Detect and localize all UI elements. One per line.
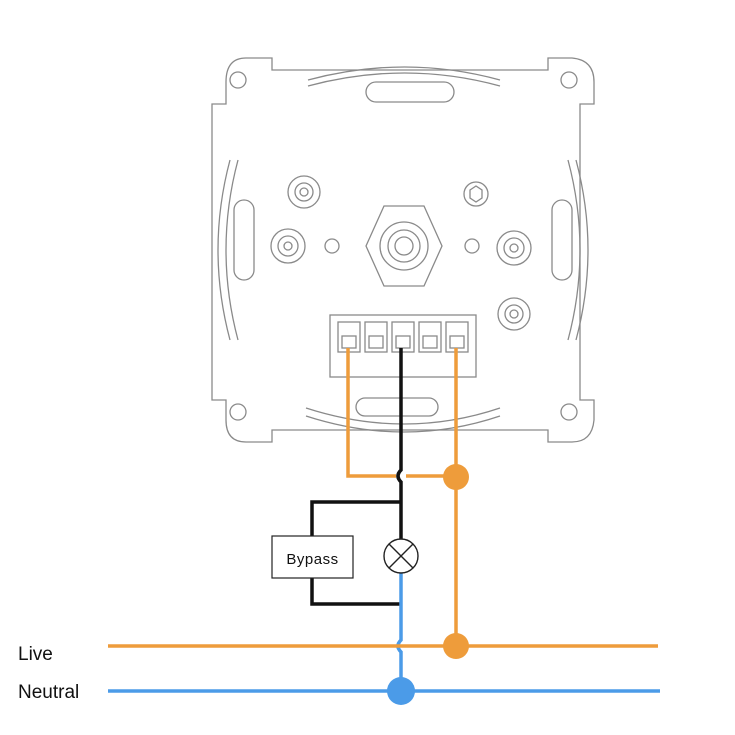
junction-neutral-rail bbox=[387, 677, 415, 705]
left-arc bbox=[225, 159, 239, 341]
dimmer-module bbox=[211, 57, 595, 443]
screw-mid-right bbox=[496, 230, 532, 266]
corner-hole-tr bbox=[560, 71, 578, 89]
terminal-block bbox=[329, 314, 477, 378]
corner-hole-tl bbox=[229, 71, 247, 89]
terminal-3 bbox=[391, 321, 415, 353]
right-slot bbox=[551, 199, 573, 281]
neutral-label: Neutral bbox=[18, 682, 79, 703]
screw-lower-right bbox=[497, 297, 531, 331]
corner-hole-bl bbox=[229, 403, 247, 421]
screw-upper-right bbox=[463, 181, 489, 207]
live-label: Live bbox=[18, 644, 53, 665]
switched-wire bbox=[396, 348, 403, 540]
pin-right bbox=[464, 238, 480, 254]
top-arc-inner bbox=[307, 66, 501, 81]
bypass-label: Bypass bbox=[286, 551, 338, 568]
terminal-2 bbox=[364, 321, 388, 353]
dimmer-shaft bbox=[365, 205, 443, 287]
right-arc-inner bbox=[575, 159, 589, 341]
bottom-arc-inner bbox=[305, 415, 501, 433]
right-arc bbox=[567, 159, 581, 341]
left-slot bbox=[233, 199, 255, 281]
corner-hole-br bbox=[560, 403, 578, 421]
screw-upper-left bbox=[287, 175, 321, 209]
lamp-symbol bbox=[383, 538, 419, 574]
dimmer-plate bbox=[211, 57, 595, 443]
left-arc-inner bbox=[217, 159, 231, 341]
bypass-box: Bypass bbox=[271, 535, 354, 579]
top-slot bbox=[365, 81, 455, 103]
pin-left bbox=[324, 238, 340, 254]
bottom-arc bbox=[305, 407, 501, 425]
junction-live-rail bbox=[443, 633, 469, 659]
junction-dimmer-live bbox=[443, 464, 469, 490]
top-arc bbox=[307, 72, 501, 87]
bottom-slot bbox=[355, 397, 439, 417]
live-wire-terminal-1 bbox=[346, 348, 396, 478]
bypass-wire-bottom bbox=[310, 578, 401, 606]
bypass-wire-top bbox=[310, 500, 401, 536]
terminal-4 bbox=[418, 321, 442, 353]
lamp-neutral-wire bbox=[396, 572, 403, 692]
screw-mid-left bbox=[270, 228, 306, 264]
